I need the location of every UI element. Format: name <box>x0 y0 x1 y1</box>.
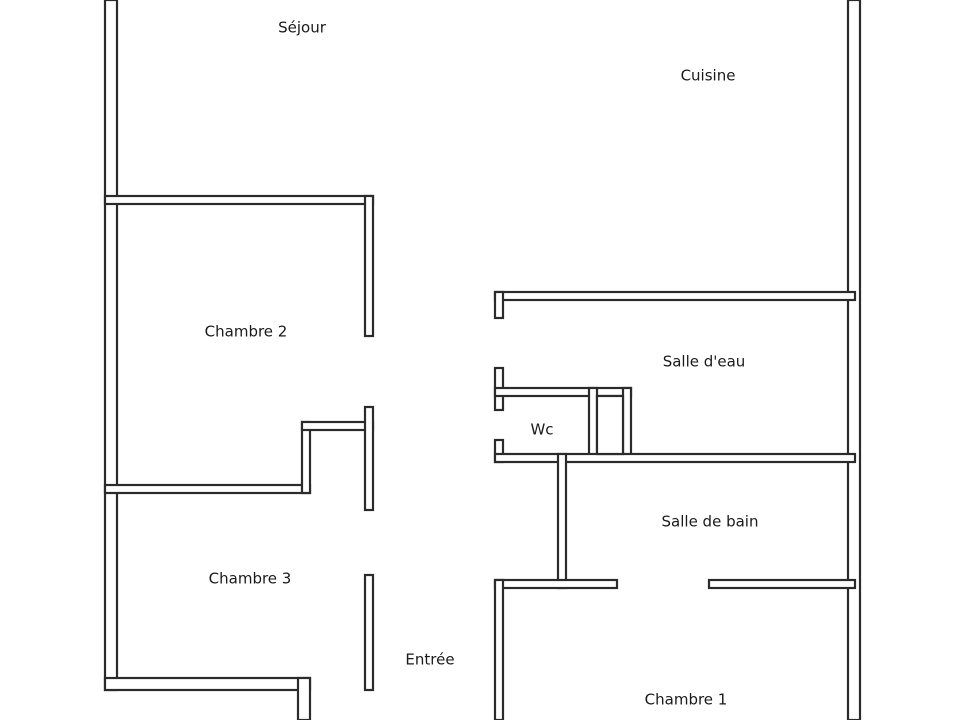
room-label-chambre-2: Chambre 2 <box>205 323 288 341</box>
wall-cuisine-stub <box>493 290 505 320</box>
wall-closet-top <box>300 420 375 432</box>
wall-closet-left <box>300 420 312 495</box>
room-label-entree: Entrée <box>405 651 454 669</box>
room-label-salle-de-bain: Salle de bain <box>662 513 759 531</box>
room-label-cuisine: Cuisine <box>681 67 736 85</box>
wall-sejour-bottom <box>103 194 375 206</box>
wall-chambre2-right-lower <box>363 405 375 512</box>
wall-bottom-stub <box>296 676 312 720</box>
room-label-salle-eau: Salle d'eau <box>663 353 746 371</box>
wall-wc-bottom <box>493 452 857 464</box>
wall-chambre3-right <box>363 573 375 692</box>
wall-chambre1-left <box>493 578 505 720</box>
room-label-chambre-1: Chambre 1 <box>645 691 728 709</box>
room-label-sejour: Séjour <box>278 19 327 37</box>
wall-duct-right <box>621 386 633 462</box>
wall-outer-bottom-left <box>103 676 312 692</box>
wall-sdb-bottom-right <box>707 578 857 590</box>
wall-wc-right <box>587 386 599 462</box>
wall-chambre2-right-upper <box>363 194 375 338</box>
ventilation-duct <box>595 394 625 456</box>
room-label-chambre-3: Chambre 3 <box>209 570 292 588</box>
wall-outer-left <box>103 0 119 692</box>
wall-cuisine-bottom <box>493 290 857 302</box>
wall-outer-right <box>846 0 862 720</box>
room-label-wc: Wc <box>530 421 553 439</box>
wall-chambre2-bottom <box>103 483 312 495</box>
wall-wc-top <box>493 386 633 398</box>
wall-sdb-left <box>556 452 568 590</box>
wall-sdb-bottom-left <box>493 578 619 590</box>
